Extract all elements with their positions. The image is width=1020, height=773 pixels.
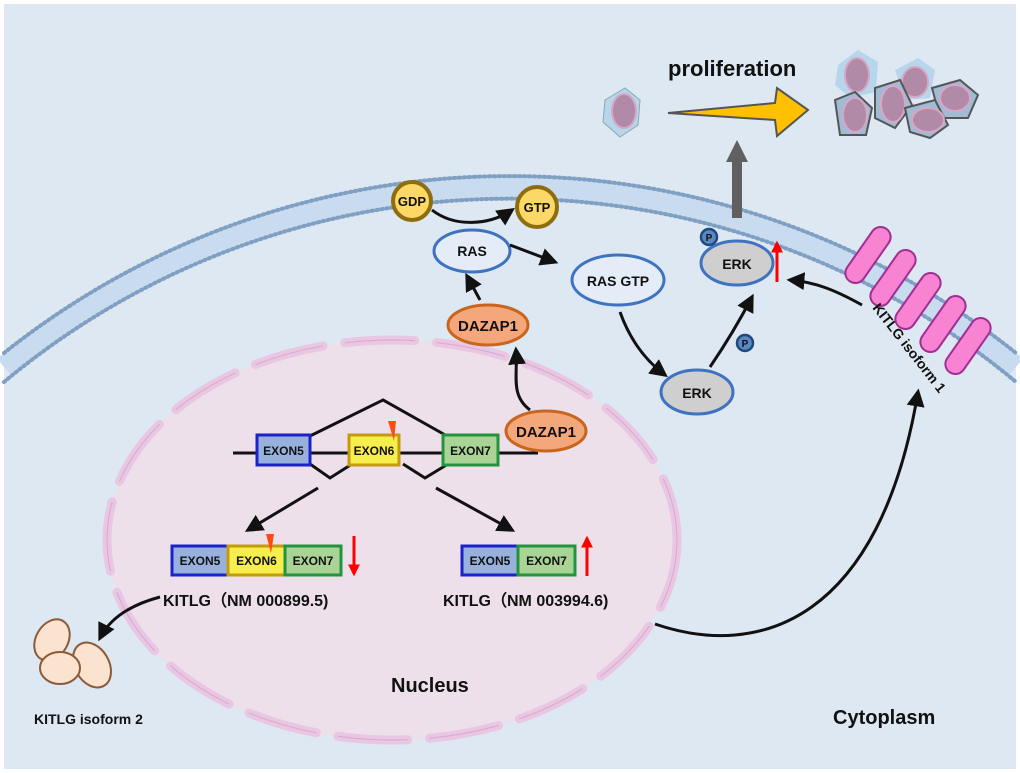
phosphate-icon: P [735, 333, 755, 353]
arrow-dazap1-to-ras [465, 272, 482, 301]
svg-text:RAS GTP: RAS GTP [587, 273, 649, 289]
arrow-to-short-isoform [435, 486, 516, 532]
svg-text:GTP: GTP [524, 200, 551, 215]
svg-text:DAZAP1: DAZAP1 [516, 424, 576, 441]
kitlg-receptor-icon [844, 225, 992, 376]
transcript-long-label: KITLG（NM 000899.5) [163, 592, 328, 610]
svg-text:EXON6: EXON6 [354, 444, 395, 458]
mutation-marker-icon [266, 534, 274, 553]
svg-text:EXON7: EXON7 [526, 554, 567, 568]
svg-text:EXON5: EXON5 [180, 554, 221, 568]
svg-text:EXON6: EXON6 [236, 554, 277, 568]
exon7-pre: EXON7 [441, 433, 500, 467]
arrow-long-transcript-to-isoform2 [98, 595, 161, 642]
gtp-node: GTP [515, 185, 559, 229]
arrow-short-transcript-to-isoform1 [654, 388, 925, 637]
exon5-pre: EXON5 [255, 433, 312, 467]
dazap1-nucleus: DAZAP1 [504, 409, 588, 453]
cytoplasm-label: Cytoplasm [833, 707, 935, 729]
svg-text:RAS: RAS [457, 243, 487, 259]
svg-text:GDP: GDP [398, 194, 427, 209]
svg-text:P: P [742, 339, 749, 350]
arrow-erk-phosphorylation [708, 293, 754, 368]
svg-text:EXON5: EXON5 [263, 444, 304, 458]
nucleus-label: Nucleus [391, 675, 469, 697]
ras-node: RAS [432, 228, 512, 274]
erk-node: ERK [659, 368, 735, 416]
transcript-short-label: KITLG（NM 003994.6) [443, 592, 608, 610]
transcript-short: EXON5 EXON7 KITLG（NM 003994.6) [443, 535, 608, 610]
arrow-rasgtp-to-erk [618, 311, 668, 378]
gdp-node: GDP [391, 180, 433, 222]
kitlg-isoform2-icon [33, 618, 112, 689]
svg-text:ERK: ERK [682, 385, 712, 401]
dazap1-cytoplasm: DAZAP1 [446, 303, 530, 347]
proliferation-label: proliferation [668, 56, 796, 81]
kitlg-isoform2-label: KITLG isoform 2 [34, 711, 143, 727]
svg-text:DAZAP1: DAZAP1 [458, 318, 518, 335]
arrow-to-proliferation [726, 140, 748, 218]
svg-text:P: P [706, 233, 713, 244]
exon6-pre: EXON6 [347, 433, 401, 467]
svg-text:EXON5: EXON5 [470, 554, 511, 568]
arrow-ras-to-rasgtp [509, 243, 559, 266]
arrow-isoform1-to-erk [786, 272, 863, 307]
p-erk-node: ERK [699, 239, 775, 287]
arrow-to-long-isoform [244, 486, 319, 532]
svg-text:EXON7: EXON7 [293, 554, 334, 568]
proliferation-arrow-icon [667, 86, 810, 138]
mutation-marker-icon [388, 421, 396, 441]
arrow-gdp-to-gtp [431, 207, 515, 226]
svg-text:ERK: ERK [722, 256, 752, 272]
ras-gtp-node: RAS GTP [570, 253, 666, 307]
single-cell-icon [602, 87, 641, 138]
transcript-long: EXON5 EXON6 EXON7 KITLG（NM 000899.5) [163, 534, 360, 610]
arrow-dazap1-export [508, 346, 531, 412]
svg-text:EXON7: EXON7 [450, 444, 491, 458]
phosphate-icon: P [699, 227, 719, 247]
cell-cluster-icon [833, 50, 980, 140]
